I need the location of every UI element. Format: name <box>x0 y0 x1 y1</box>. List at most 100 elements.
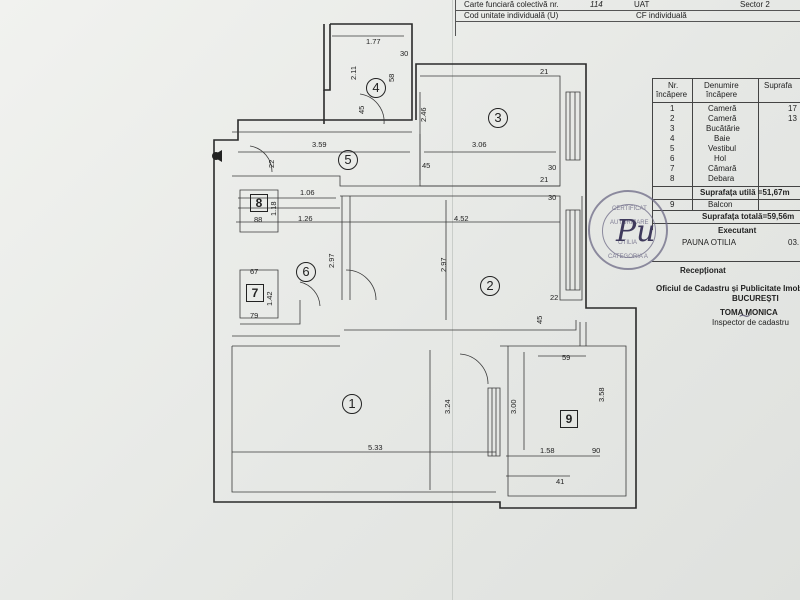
table-border <box>652 210 800 211</box>
dim-label: 2.97 <box>327 253 336 268</box>
dim-lines-vertical <box>419 92 525 490</box>
dim-label: 5.33 <box>368 443 383 452</box>
room2-bottom-wall <box>344 320 577 331</box>
dim-label: 1.06 <box>300 188 315 197</box>
room-7-label: 7 <box>246 284 264 302</box>
stamp-text: AUTORIZARE <box>610 220 649 226</box>
table-row: 4 Baie <box>652 134 800 144</box>
header-suprafata: Suprafa <box>764 81 793 90</box>
table-row: 1 Cameră 17 <box>652 104 800 114</box>
dim-lines <box>238 151 556 209</box>
inspector-signature: ~ <box>738 306 752 325</box>
header-sector: Sector 2 <box>740 0 770 9</box>
outer-wall <box>213 23 637 509</box>
row-nr: 3 <box>670 124 675 133</box>
room2-left-wall <box>341 196 351 300</box>
stamp-text: CATEGORIA A <box>608 254 648 260</box>
header-denumire-2: încăpere <box>706 90 738 99</box>
signature-mark: Pu <box>616 214 656 249</box>
row-name: Cameră <box>708 114 737 123</box>
header-incapere: încăpere <box>656 90 688 99</box>
dim-label: 22 <box>550 293 559 302</box>
row-name: Balcon <box>708 200 733 209</box>
table-border <box>692 78 693 210</box>
room1-inner <box>231 346 496 493</box>
table-border <box>652 199 800 200</box>
table-row: 7 Cămară <box>652 164 800 174</box>
table-border <box>652 102 800 103</box>
room-2-label: 2 <box>480 276 500 296</box>
table-border <box>758 78 759 210</box>
dim-label: 58 <box>387 73 396 82</box>
room-8-label: 8 <box>250 194 268 212</box>
table-row: 9 Balcon <box>652 200 800 210</box>
dim-label: 45 <box>422 161 431 170</box>
row-nr: 6 <box>670 154 675 163</box>
dim-label: 1.77 <box>366 37 381 46</box>
balcony-side <box>579 322 587 346</box>
room-9-label: 9 <box>560 410 578 428</box>
row-name: Bucătărie <box>706 124 740 133</box>
pantry-bottom <box>240 300 301 325</box>
dim-label: 79 <box>250 311 259 320</box>
dim-label: 3.59 <box>312 140 327 149</box>
dim-label: 3.58 <box>597 387 606 402</box>
row-nr: 4 <box>670 134 675 143</box>
dim-label: 2.97 <box>439 257 448 272</box>
executant-name: PAUNA OTILIA <box>682 238 737 247</box>
pantry-7-walls <box>239 269 279 319</box>
dim-label: 67 <box>250 267 259 276</box>
dim-label: 88 <box>254 215 263 224</box>
bath-left-wall <box>323 24 331 91</box>
header-row-2: Cod unitate individuală (U) CF individua… <box>464 11 687 21</box>
total-area: Suprafața totală=59,56m <box>702 212 795 221</box>
header-cod-label: Cod unitate individuală (U) <box>464 11 559 20</box>
room-3-label: 3 <box>488 108 508 128</box>
dim-label: 3.24 <box>443 399 452 414</box>
header-row-1: Carte funciară colectivă nr. 114 UAT Sec… <box>464 0 770 10</box>
row-nr: 1 <box>670 104 675 113</box>
dim-label: 59 <box>562 353 571 362</box>
stamp-text: CERTIFICAT <box>612 206 647 212</box>
balcony-door <box>487 387 501 457</box>
dim-label: 90 <box>592 446 601 455</box>
balcony-door-arc <box>459 353 489 385</box>
header-cf-label: Carte funciară colectivă nr. <box>464 0 559 9</box>
table-row: 2 Cameră 13 <box>652 114 800 124</box>
dim-label: 22 <box>267 159 276 168</box>
dim-label: 30 <box>548 193 557 202</box>
office-line-4: Inspector de cadastru <box>712 318 789 327</box>
row-name: Vestibul <box>708 144 737 153</box>
room-1-label: 1 <box>342 394 362 414</box>
office-line-3: TOMA MONICA <box>720 308 778 317</box>
dim-label: 1.42 <box>265 291 274 306</box>
dim-lines-2 <box>332 35 586 477</box>
table-row: 8 Debara <box>652 174 800 184</box>
row-name: Cameră <box>708 104 737 113</box>
dim-label: 3.00 <box>509 399 518 414</box>
header-denumire: Denumire <box>704 81 739 90</box>
row-nr: 7 <box>670 164 675 173</box>
dim-label: 30 <box>548 163 557 172</box>
header-divider <box>456 10 800 11</box>
kitchen-walls <box>232 75 561 187</box>
row-nr: 5 <box>670 144 675 153</box>
header-nr: Nr. <box>668 81 679 90</box>
kitchen-window <box>565 91 581 161</box>
row-name: Baie <box>714 134 731 143</box>
room1-top-wall <box>232 335 340 347</box>
table-row: 6 Hol <box>652 154 800 164</box>
storage-8-walls <box>239 189 279 233</box>
row-name: Hol <box>714 154 727 163</box>
table-border <box>652 78 800 79</box>
dim-label: 21 <box>540 175 549 184</box>
room2-window <box>565 209 581 291</box>
dim-label: 1.18 <box>269 201 278 216</box>
room1-door-arc <box>299 281 321 307</box>
table-row: 3 Bucătărie <box>652 124 800 134</box>
row-area: 13 <box>788 114 797 123</box>
office-line-2: BUCUREȘTI <box>732 294 779 303</box>
header-cf-value: 114 <box>590 0 603 9</box>
